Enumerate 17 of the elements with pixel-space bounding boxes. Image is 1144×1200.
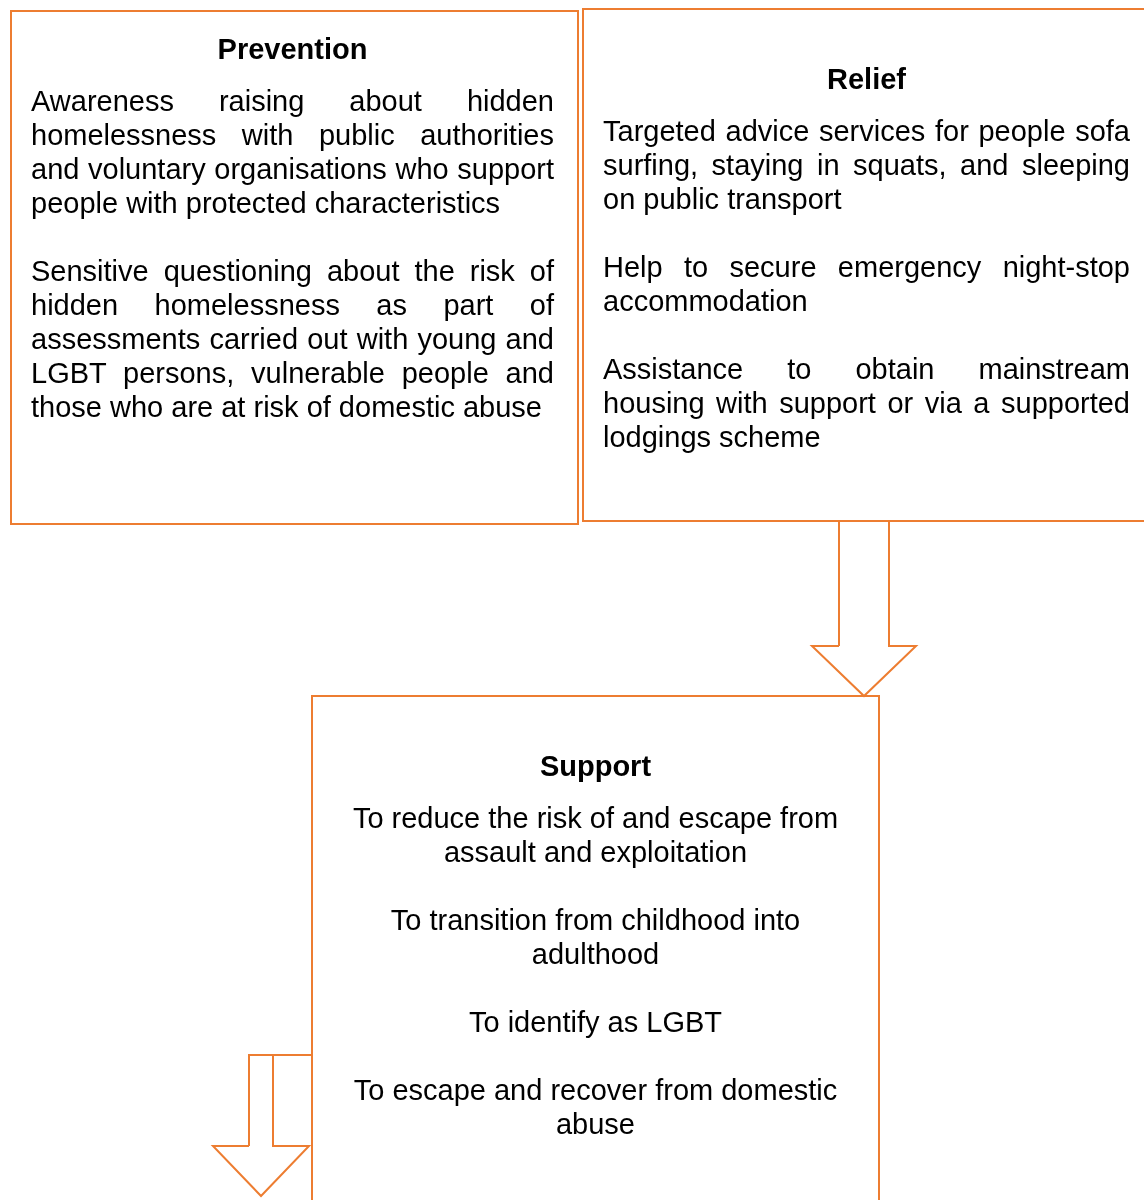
text-box [10,10,579,525]
paragraph: To transition from childhood into adulthood [389,903,802,971]
paragraph: Sensitive questioning about the risk of hidden homelessness as part of assessments carried out with young and LGBT persons, vulnerable people and those who are at risk of domestic abuse [31,254,554,424]
paragraph: Help to secure emergency night-stop accommodation [603,250,1130,318]
paragraph: Targeted advice services for people sofa surfing, staying in squats, and sleeping on public transport [603,114,1130,216]
box-heading: Support [538,749,653,783]
paragraph: To identify as LGBT [467,1005,724,1039]
block-arrow [811,520,917,697]
paragraph: To reduce the risk of and escape from assault and exploitation [351,801,840,869]
block-arrow [212,1054,313,1197]
paragraph: To escape and recover from domestic abuse [352,1073,839,1141]
box-heading: Prevention [216,32,369,66]
paragraph: Awareness raising about hidden homelessness with public authorities and voluntary organisations who support people with protected characteristics [31,84,554,220]
text-box [311,695,880,1200]
box-heading: Relief [826,62,907,96]
paragraph: Assistance to obtain mainstream housing with support or via a supported lodgings scheme [603,352,1130,454]
text-box [582,8,1144,522]
